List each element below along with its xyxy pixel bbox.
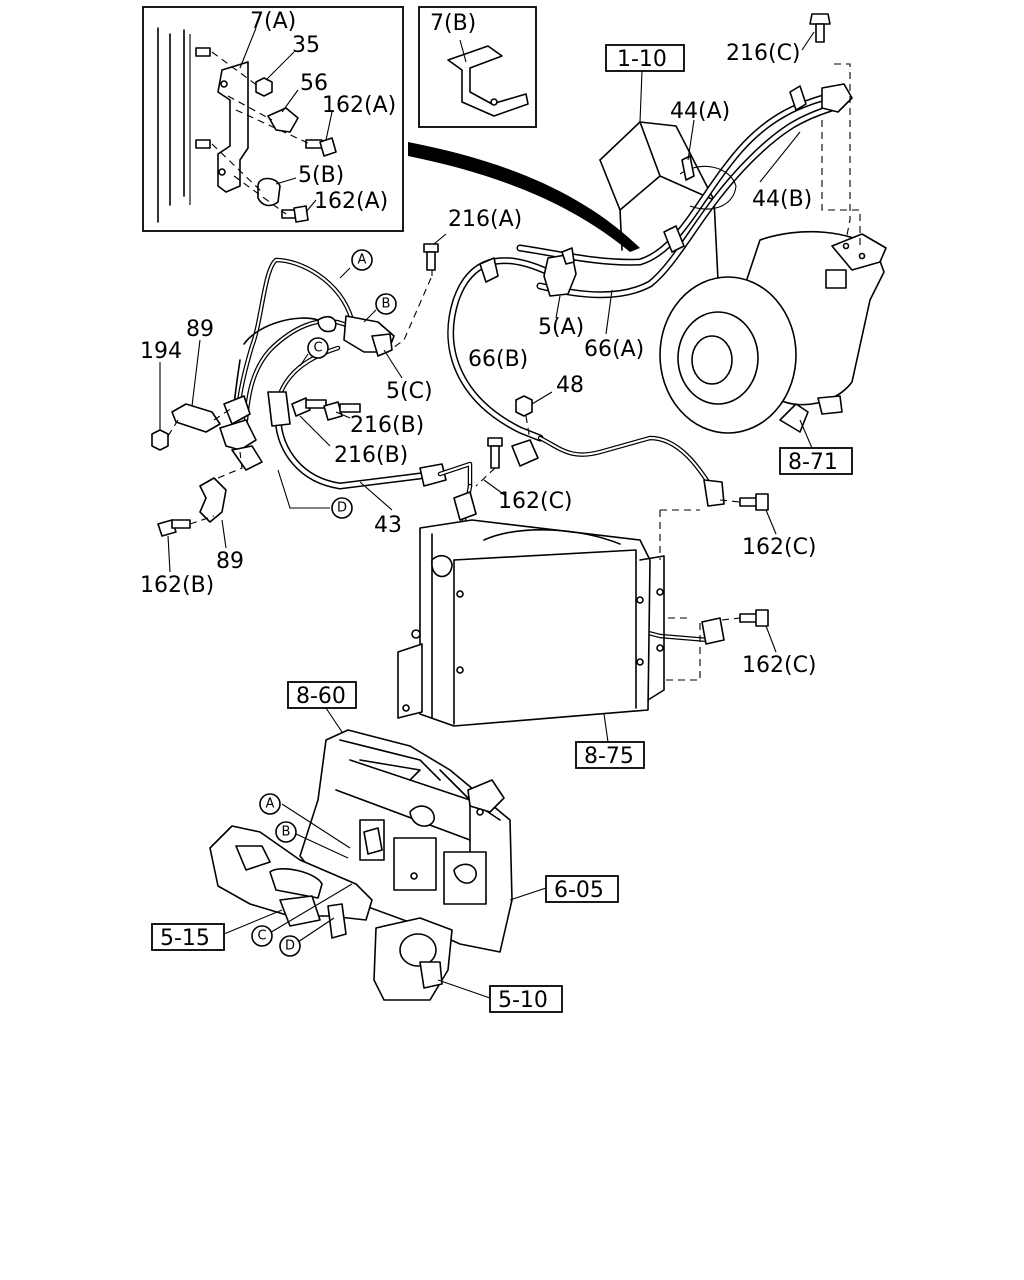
marker-d-bottom: D [279, 935, 301, 957]
stud-icon [195, 47, 211, 149]
label-clip-89-top: 89 [186, 317, 214, 342]
svg-text:D: D [337, 501, 347, 516]
label-clip-89-bottom: 89 [216, 549, 244, 574]
clip-89-top [171, 403, 221, 433]
label-nut-194: 194 [140, 339, 182, 364]
nut-194-icon [151, 429, 169, 451]
label-bolt-162a-top: 162(A) [322, 93, 396, 118]
svg-text:A: A [266, 797, 275, 812]
ref-dash-panel[interactable]: 8-60 [296, 684, 346, 709]
svg-text:B: B [382, 297, 391, 312]
clamp-5c [371, 333, 393, 357]
clamp-5a [543, 247, 577, 319]
hose-66a [516, 92, 834, 266]
clip-89-bottom [199, 477, 227, 523]
bolt-216b-icon-2 [323, 401, 361, 421]
bolt-216c-icon [809, 13, 831, 43]
ref-pedal-left[interactable]: 5-15 [160, 926, 210, 951]
compressor: 8-71 [659, 230, 887, 475]
label-bracket-7b: 7(B) [430, 11, 476, 36]
bolt-162c-icon-2 [739, 493, 769, 511]
engine-outline: 1-10 [599, 44, 719, 301]
cab-dash-assembly: 8-60 6-05 5-15 5-10 [151, 681, 619, 1013]
detail-box-bracket-assembly: 7(A) 35 56 162(A) 5(B) 162(A) [142, 6, 404, 232]
ref-engine[interactable]: 1-10 [617, 47, 667, 72]
label-clip-56: 56 [300, 71, 328, 96]
label-hose-43: 43 [374, 513, 402, 538]
label-bolt-162c-3: 162(C) [742, 653, 817, 678]
cushion-5b-icon [257, 177, 281, 207]
svg-text:C: C [257, 929, 266, 944]
hose-66b [447, 257, 552, 442]
ref-box-engine[interactable] [605, 44, 685, 72]
ref-cab-floor[interactable]: 6-05 [554, 878, 604, 903]
bolt-162a-bottom-icon [281, 205, 309, 223]
detail-box-bracket-7b: 7(B) [418, 6, 537, 128]
ref-box-cab-floor[interactable] [545, 875, 619, 903]
nut-35-icon [255, 77, 273, 97]
nut-48-icon [515, 395, 533, 417]
ref-box-dash-panel[interactable] [287, 681, 357, 709]
bolt-162a-top-icon [305, 137, 337, 157]
svg-text:C: C [313, 341, 322, 356]
label-bolt-216b-2: 216(B) [334, 443, 408, 468]
marker-a-top: A [351, 249, 373, 271]
ref-box-condenser[interactable] [575, 741, 645, 769]
label-bolt-162a-bottom: 162(A) [314, 189, 388, 214]
marker-a-bottom: A [259, 793, 281, 815]
hose-fitting-right [821, 83, 853, 113]
svg-text:B: B [282, 825, 291, 840]
label-clip-44b: 44(B) [752, 187, 812, 212]
marker-d-top: D [331, 497, 353, 519]
label-clamp-5a: 5(A) [538, 315, 584, 340]
bolt-162c-icon-3 [739, 609, 769, 627]
marker-b-top: B [375, 293, 397, 315]
marker-c-top: C [307, 337, 329, 359]
evaporator-pipe-assembly [219, 257, 447, 490]
label-hose-66a: 66(A) [584, 337, 644, 362]
ref-pedal-right[interactable]: 5-10 [498, 988, 548, 1013]
label-bolt-162c-2: 162(C) [742, 535, 817, 560]
ref-box-pedal-left[interactable] [151, 923, 225, 951]
svg-text:D: D [285, 939, 295, 954]
bolt-216b-icon-1 [291, 397, 327, 417]
svg-text:A: A [358, 253, 367, 268]
label-bolt-162c-1: 162(C) [498, 489, 573, 514]
ref-box-pedal-right[interactable] [489, 985, 563, 1013]
label-nut-35: 35 [292, 33, 320, 58]
label-bolt-162b: 162(B) [140, 573, 214, 598]
label-bolt-216c: 216(C) [726, 41, 801, 66]
label-hose-66b: 66(B) [468, 347, 528, 372]
ref-compressor[interactable]: 8-71 [788, 450, 838, 475]
clip-44a [679, 119, 737, 210]
bolt-162c-icon-1 [487, 437, 503, 469]
label-bolt-216a: 216(A) [448, 207, 522, 232]
label-clamp-5c: 5(C) [386, 379, 433, 404]
label-nut-48: 48 [556, 373, 584, 398]
marker-c-bottom: C [251, 925, 273, 947]
bolt-162b-icon [157, 519, 191, 537]
label-bracket-7a: 7(A) [250, 9, 296, 34]
label-clip-44a: 44(A) [670, 99, 730, 124]
hose-66a-second [536, 104, 836, 299]
label-bolt-216b-1: 216(B) [350, 413, 424, 438]
bracket-7a [217, 61, 249, 193]
label-cushion-5b: 5(B) [298, 163, 344, 188]
condenser: 8-75 [397, 519, 665, 769]
ref-condenser[interactable]: 8-75 [584, 744, 634, 769]
ref-box-compressor[interactable] [779, 447, 853, 475]
detail-pointer-wedge [408, 142, 640, 252]
marker-b-bottom: B [275, 821, 297, 843]
bracket-7b [447, 45, 529, 117]
bolt-216a-icon [423, 243, 439, 276]
